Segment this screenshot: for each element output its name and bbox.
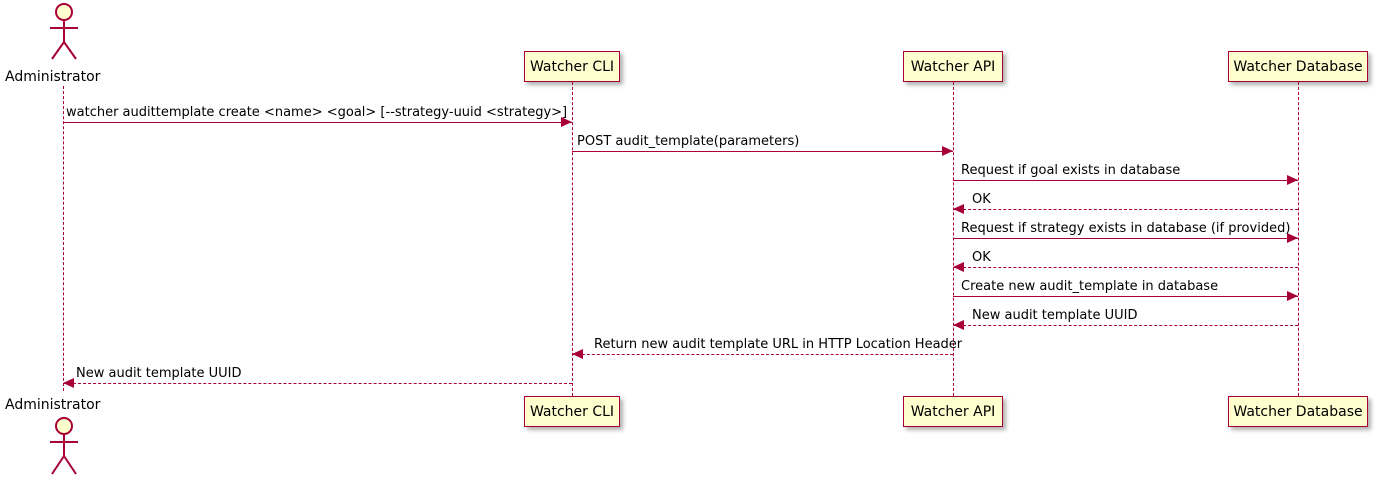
arrow-head-left-icon (953, 320, 964, 330)
participant-box-watcher-database-bottom: Watcher Database (1228, 396, 1368, 427)
arrow-head-left-icon (953, 262, 964, 272)
arrow-head-left-icon (953, 204, 964, 214)
message-line (63, 383, 572, 384)
message-label: watcher audittemplate create <name> <goa… (66, 105, 568, 120)
arrow-head-right-icon (1287, 175, 1298, 185)
message-label: Request if goal exists in database (961, 163, 1181, 178)
participant-box-watcher-database-top: Watcher Database (1228, 51, 1368, 82)
participant-label-watcher-database-top: Watcher Database (1233, 58, 1363, 75)
lifeline-watcher-database (1298, 82, 1299, 396)
participant-label-watcher-database-bottom: Watcher Database (1233, 403, 1363, 420)
message-label: Request if strategy exists in database (… (961, 221, 1291, 236)
actor-label-administrator-bottom: Administrator (5, 397, 101, 413)
actor-figure-icon (50, 417, 78, 475)
arrow-head-right-icon (942, 146, 953, 156)
message-label: New audit template UUID (972, 308, 1138, 323)
lifeline-watcher-api (953, 82, 954, 396)
message-label: OK (972, 250, 991, 265)
message-line (63, 122, 572, 123)
arrow-head-right-icon (1287, 291, 1298, 301)
participant-label-watcher-api-bottom: Watcher API (910, 403, 996, 420)
message-line (953, 267, 1298, 268)
message-line (953, 325, 1298, 326)
actor-label-administrator-top: Administrator (5, 69, 101, 85)
arrow-head-left-icon (63, 378, 74, 388)
lifeline-administrator (63, 86, 64, 391)
message-label: New audit template UUID (76, 366, 242, 381)
message-line (572, 354, 953, 355)
message-line (572, 151, 953, 152)
participant-box-watcher-api-top: Watcher API (903, 51, 1003, 82)
actor-administrator-top (40, 2, 88, 62)
message-line (953, 238, 1298, 239)
actor-figure-icon (50, 3, 78, 60)
participant-label-watcher-cli-top: Watcher CLI (529, 58, 615, 75)
arrow-head-right-icon (561, 117, 572, 127)
actor-administrator-bottom (40, 416, 88, 478)
message-label: Create new audit_template in database (961, 279, 1219, 294)
lifeline-watcher-cli (572, 82, 573, 396)
arrow-head-right-icon (1287, 233, 1298, 243)
message-label: POST audit_template(parameters) (577, 134, 800, 149)
message-line (953, 209, 1298, 210)
message-label: OK (972, 192, 991, 207)
participant-box-watcher-cli-top: Watcher CLI (524, 51, 620, 82)
participant-label-watcher-cli-bottom: Watcher CLI (529, 403, 615, 420)
participant-box-watcher-api-bottom: Watcher API (903, 396, 1003, 427)
message-line (953, 180, 1298, 181)
participant-box-watcher-cli-bottom: Watcher CLI (524, 396, 620, 427)
participant-label-watcher-api-top: Watcher API (910, 58, 996, 75)
message-line (953, 296, 1298, 297)
arrow-head-left-icon (572, 349, 583, 359)
message-label: Return new audit template URL in HTTP Lo… (594, 337, 963, 352)
